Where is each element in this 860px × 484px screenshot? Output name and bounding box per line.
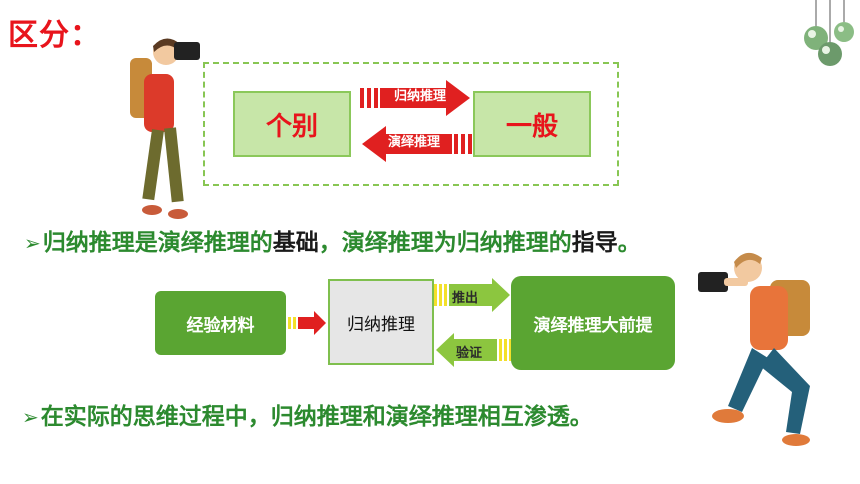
comparison-frame (203, 62, 619, 186)
derive-arrow-label: 推出 (452, 291, 479, 306)
bullet1-part3: ，演绎推理为归纳推理的 (318, 230, 572, 256)
experience-material-box: 经验材料 (155, 291, 286, 355)
induction-box: 归纳推理 (328, 279, 434, 365)
deduction-major-premise-box: 演绎推理大前提 (511, 276, 675, 370)
page-title: 区分： (8, 18, 101, 53)
arrow-bullet-icon: ➢ (22, 405, 39, 429)
verify-arrow (436, 333, 512, 367)
bullet-relationship: ➢归纳推理是演绎推理的基础，演绎推理为归纳推理的指导。 (24, 223, 641, 257)
photographer-right-icon (698, 252, 810, 446)
bullet1-part5: 。 (617, 230, 641, 256)
hanging-lamps-icon (804, 0, 854, 66)
bullet-interpenetration: ➢在实际的思维过程中，归纳推理和演绎推理相互渗透。 (22, 397, 593, 431)
bullet1-part2: 基础 (272, 230, 319, 256)
photographer-left-icon (130, 38, 200, 219)
bullet1-part4: 指导 (571, 230, 618, 256)
verify-arrow-label: 验证 (456, 346, 483, 361)
arrow-bullet-icon: ➢ (24, 231, 41, 255)
general-node: 一般 (473, 91, 591, 157)
induction-arrow (360, 80, 470, 116)
derive-arrow (434, 278, 510, 312)
bullet1-part1: 归纳推理是演绎推理的 (42, 230, 273, 256)
deduction-arrow (362, 126, 472, 162)
material-to-induction-arrow (288, 311, 326, 335)
induction-arrow-label: 归纳推理 (393, 89, 446, 104)
deduction-arrow-label: 演绎推理 (387, 135, 440, 150)
individual-node: 个别 (233, 91, 351, 157)
bullet2-text: 在实际的思维过程中，归纳推理和演绎推理相互渗透。 (40, 404, 593, 430)
